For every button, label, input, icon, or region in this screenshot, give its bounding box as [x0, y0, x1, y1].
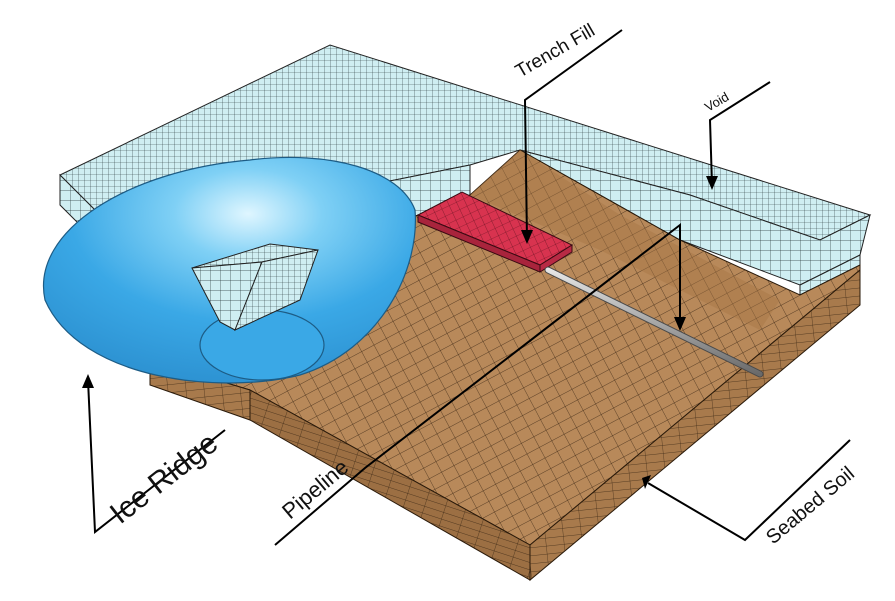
void-label: Void: [702, 89, 731, 115]
ice-base-ellipse: [199, 309, 325, 381]
ice-ridge-label: Ice Ridge: [104, 426, 224, 530]
void-arrowhead: [706, 176, 718, 190]
pipeline-leader: [274, 222, 681, 546]
seabed-soil-leader: [647, 439, 851, 542]
ice-inner-void-side: [234, 249, 319, 331]
trench-fill-end: [539, 244, 573, 273]
trench-groove: [470, 150, 780, 330]
void-right-block-top: [519, 149, 871, 286]
void-leader: [708, 81, 771, 186]
soil-right-face: [529, 268, 861, 582]
trench-fill-arrowhead: [521, 230, 533, 244]
pipeline-arrowhead: [674, 317, 686, 331]
pipeline: [544, 266, 764, 378]
seabed-soil-arrowhead: [642, 475, 651, 489]
ice-ridge-leader: [87, 379, 226, 534]
leaders: [82, 29, 851, 546]
ice-ridge: [42, 156, 417, 384]
trench-fill-leader: [523, 29, 623, 241]
ice-ridge-arrowhead: [82, 374, 94, 388]
seabed-soil-label: Seabed Soil: [762, 463, 859, 549]
trench-fill-label: Trench Fill: [512, 20, 599, 82]
trench-fill: [416, 191, 574, 273]
